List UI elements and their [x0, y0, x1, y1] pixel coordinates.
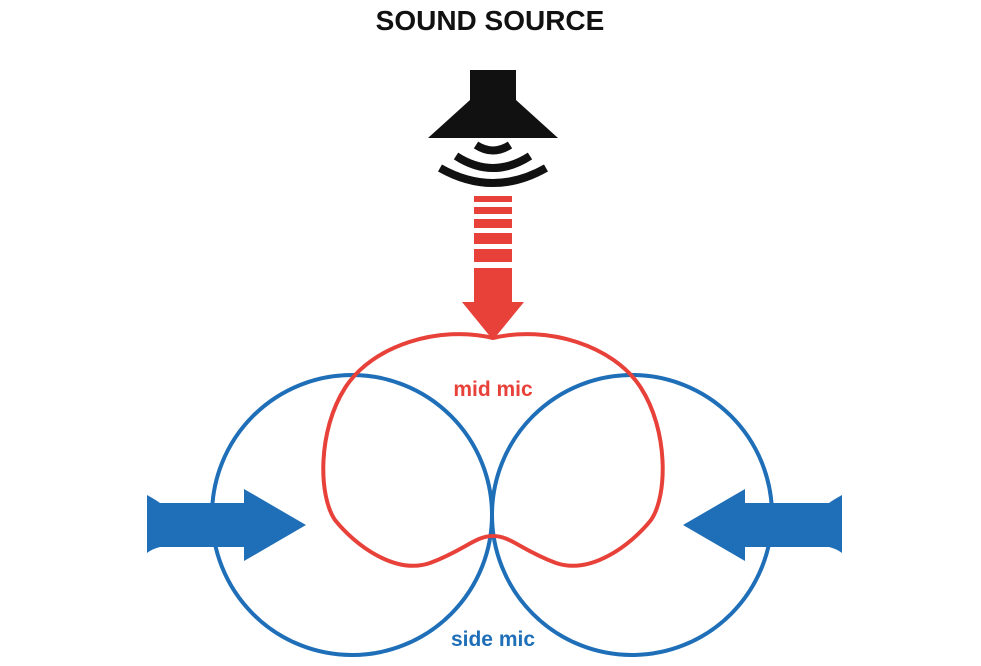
right-side-arrow [683, 489, 842, 561]
left-side-arrow [147, 489, 306, 561]
mid-mic-label: mid mic [453, 378, 533, 401]
side-mic-pattern [210, 373, 774, 657]
speaker-icon [428, 70, 558, 138]
sound-waves-icon [438, 141, 548, 187]
mid-mic-pattern [321, 332, 665, 568]
side-mic-label: side mic [451, 628, 535, 651]
diagram-title: SOUND SOURCE [376, 5, 605, 36]
mid-sound-arrow [462, 196, 524, 340]
